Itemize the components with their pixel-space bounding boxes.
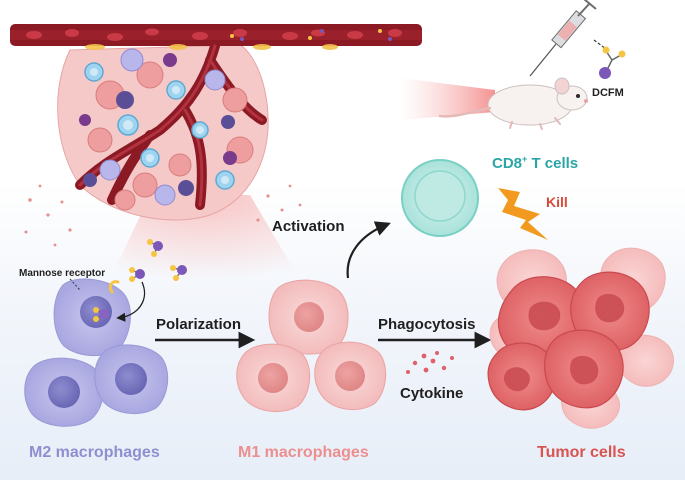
mannose-receptor-pointer: [69, 278, 81, 291]
cd8-text: CD8: [492, 155, 523, 172]
tissue-cells: [79, 48, 254, 211]
t-cells-text: T cells: [527, 155, 579, 172]
internalization-arrow: [116, 281, 146, 322]
tumor-microenvironment: [10, 24, 422, 280]
m1-macrophage-cells: [236, 279, 387, 412]
phagocytosis-label: Phagocytosis: [378, 316, 476, 333]
mouse-icon: [438, 77, 588, 130]
tumor-cell-cluster: [487, 247, 674, 429]
m2-macrophages-label: M2 macrophages: [29, 444, 160, 461]
m2-macrophage-cells: [24, 278, 169, 427]
polarization-label: Polarization: [156, 316, 242, 333]
tumor-cells-label: Tumor cells: [537, 444, 626, 461]
cytokine-dots: [406, 351, 454, 374]
activation-label: Activation: [272, 218, 345, 235]
kill-label: Kill: [546, 194, 568, 210]
cd8-t-cells-label: CD8+ T cells: [492, 154, 578, 172]
activation-arrow: [346, 221, 391, 279]
mannose-receptor-label: Mannose receptor: [19, 268, 106, 279]
m1-macrophages-label: M1 macrophages: [238, 444, 369, 461]
syringe-icon: [529, 0, 597, 77]
cytokine-label: Cytokine: [400, 385, 464, 402]
cd8-superscript: +: [522, 154, 528, 164]
mannose-receptor-icon: [108, 280, 120, 294]
lightning-icon: [498, 188, 548, 240]
dcfm-label: DCFM: [592, 87, 624, 99]
dcfm-molecule-icon: [599, 46, 626, 79]
cd8-t-cell: [401, 159, 479, 237]
injection-light-beam: [400, 78, 495, 120]
dcfm-molecules: [93, 239, 187, 322]
